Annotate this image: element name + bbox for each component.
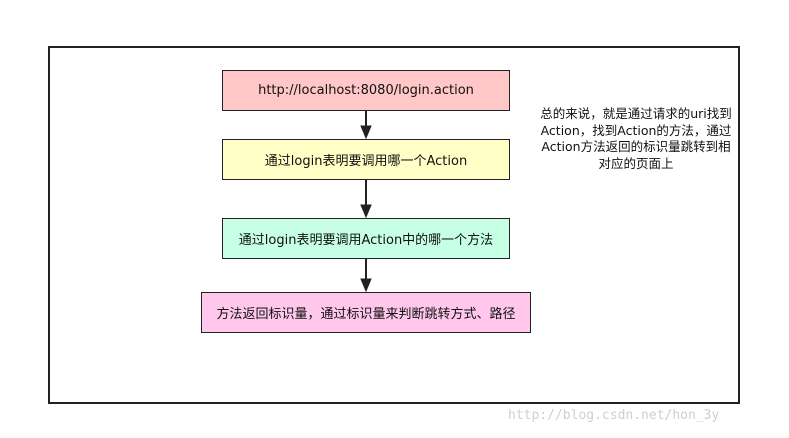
flow-step-url-label: http://localhost:8080/login.action xyxy=(258,83,474,98)
flow-step-action: 通过login表明要调用哪一个Action xyxy=(222,139,510,180)
flow-step-action-label: 通过login表明要调用哪一个Action xyxy=(264,154,468,169)
flow-step-method: 通过login表明要调用Action中的哪一个方法 xyxy=(222,218,510,259)
watermark: http://blog.csdn.net/hon_3y xyxy=(508,408,720,423)
summary-note: 总的来说，就是通过请求的uri找到 Action，找到Action的方法，通过 … xyxy=(526,106,746,172)
arrowhead-2-3 xyxy=(360,204,372,219)
flow-step-url: http://localhost:8080/login.action xyxy=(222,70,510,111)
arrowhead-1-2 xyxy=(360,125,372,140)
flow-step-result-label: 方法返回标识量，通过标识量来判断跳转方式、路径 xyxy=(216,307,516,322)
arrowhead-3-4 xyxy=(360,278,372,293)
summary-note-line: Action方法返回的标识量跳转到相 xyxy=(541,139,731,154)
summary-note-line: 总的来说，就是通过请求的uri找到 xyxy=(540,106,732,121)
summary-note-line: 对应的页面上 xyxy=(598,155,674,171)
flow-step-result: 方法返回标识量，通过标识量来判断跳转方式、路径 xyxy=(201,292,531,333)
flow-step-method-label: 通过login表明要调用Action中的哪一个方法 xyxy=(238,233,494,248)
summary-note-line: Action，找到Action的方法，通过 xyxy=(540,122,732,138)
